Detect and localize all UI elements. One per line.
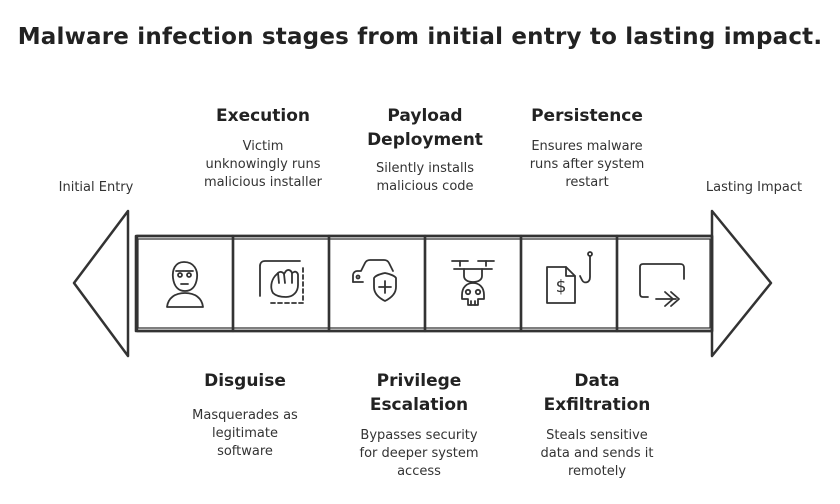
- stage-execution-description: Victim unknowingly runs malicious instal…: [204, 139, 322, 190]
- invoice-hook-icon: $: [546, 251, 593, 304]
- stage-persistence: Persistence Ensures malware runs after s…: [502, 104, 672, 192]
- stage-execution-title: Execution: [215, 106, 311, 126]
- stage-payload-deployment-description: Silently installs malicious code: [376, 161, 474, 194]
- hand-grab-icon: [259, 260, 304, 304]
- stage-execution: Execution Victim unknowingly runs malici…: [180, 104, 346, 192]
- start-label: Initial Entry: [58, 180, 134, 195]
- stage-privilege-escalation: Privilege Escalation Bypasses security f…: [334, 369, 504, 481]
- arrow-body: [72, 209, 773, 358]
- stage-payload-deployment-title: Payload Deployment: [367, 106, 483, 150]
- svg-text:$: $: [556, 277, 567, 297]
- segment-boxes: [135, 234, 714, 333]
- stage-disguise-title: Disguise: [204, 371, 286, 391]
- car-shield-icon: [352, 259, 397, 302]
- left-arrowhead: [72, 209, 130, 358]
- stage-privilege-escalation-description: Bypasses security for deeper system acce…: [359, 428, 479, 479]
- stage-disguise: Disguise Masquerades as legitimate softw…: [160, 369, 330, 461]
- stage-disguise-description: Masquerades as legitimate software: [192, 408, 298, 459]
- drone-skull-icon: [451, 260, 495, 306]
- stage-privilege-escalation-title: Privilege Escalation: [369, 371, 469, 415]
- page-title: Malware infection stages from initial en…: [17, 24, 823, 50]
- stage-persistence-description: Ensures malware runs after system restar…: [529, 139, 645, 190]
- stage-payload-deployment: Payload Deployment Silently installs mal…: [340, 104, 510, 196]
- hacker-mask-icon: [166, 261, 204, 308]
- stage-persistence-title: Persistence: [531, 106, 643, 126]
- right-arrowhead: [710, 209, 773, 358]
- exit-arrow-icon: [639, 263, 685, 307]
- stage-data-exfiltration-title: Data Exfiltration: [543, 371, 651, 415]
- stage-data-exfiltration-description: Steals sensitive data and sends it remot…: [540, 428, 654, 479]
- stage-data-exfiltration: Data Exfiltration Steals sensitive data …: [512, 369, 682, 481]
- end-label: Lasting Impact: [705, 180, 803, 195]
